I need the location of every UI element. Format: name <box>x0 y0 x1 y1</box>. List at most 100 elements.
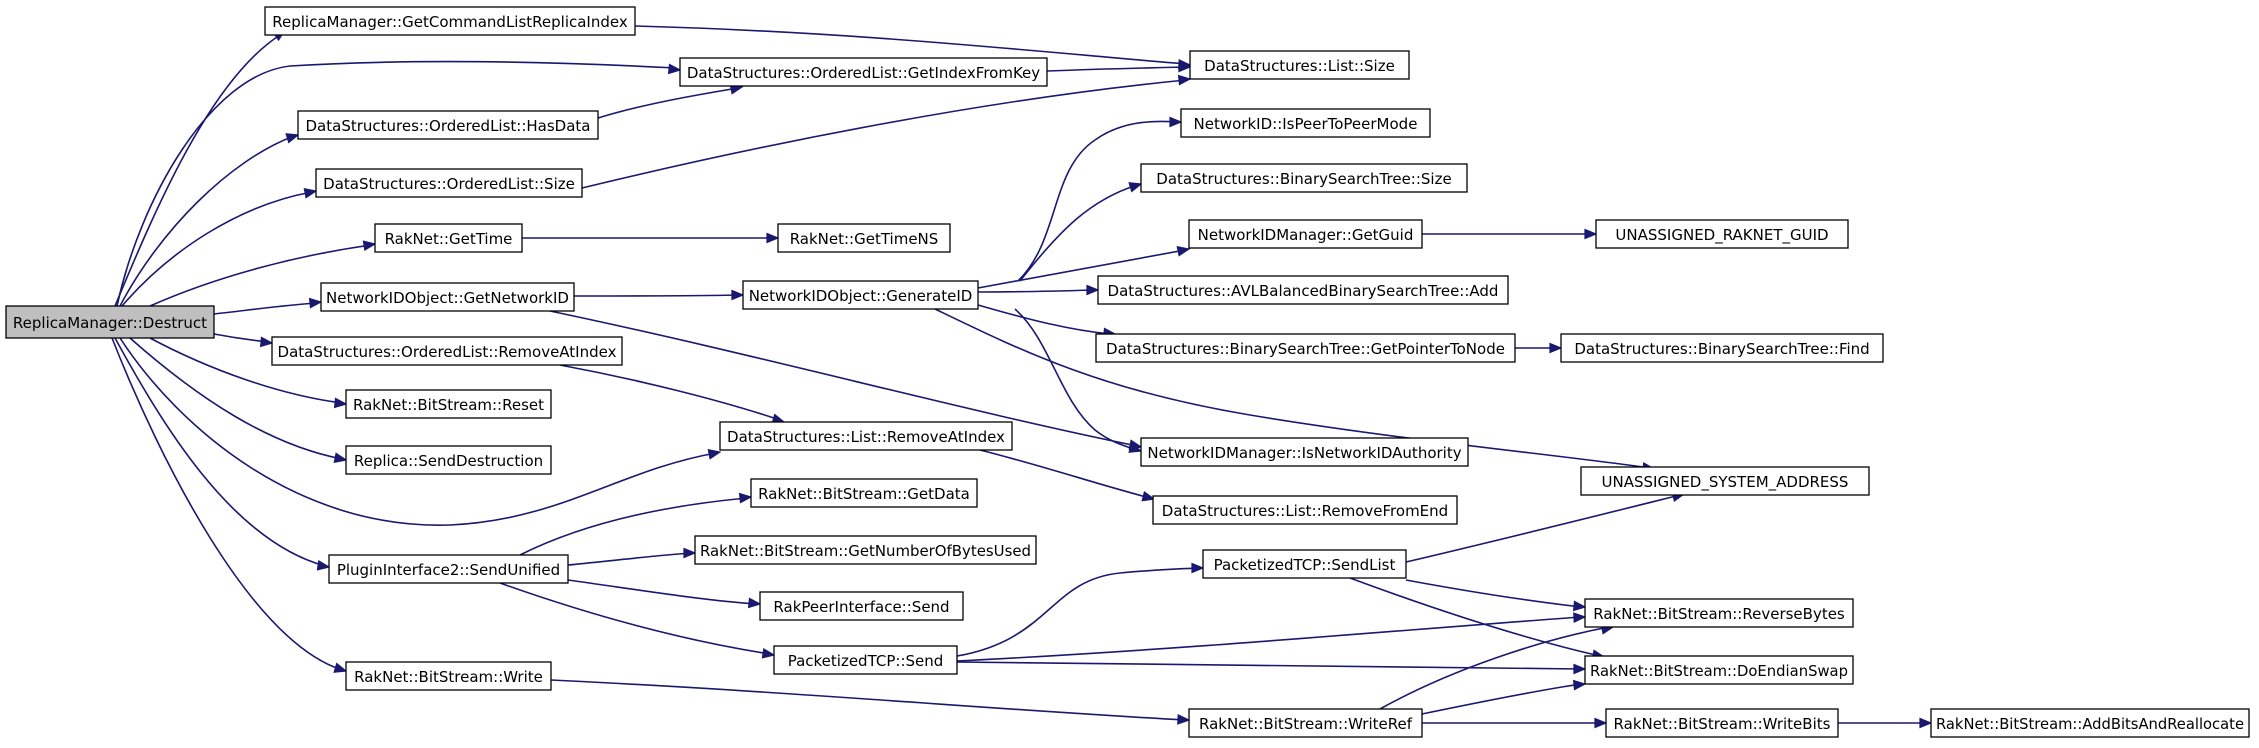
node-n13[interactable]: UNASSIGNED_RAKNET_GUID <box>1595 219 1849 249</box>
node-n33[interactable]: RakNet::BitStream::WriteRef <box>1188 708 1423 738</box>
edge-n0-n32 <box>111 337 348 673</box>
edge-n0-n4 <box>119 133 300 307</box>
node-box <box>264 6 636 36</box>
node-n20[interactable]: RakNet::BitStream::Reset <box>345 389 552 419</box>
node-n15[interactable]: DataStructures::BinarySearchTree::GetPoi… <box>1095 333 1516 363</box>
node-label: RakNet::BitStream::DoEndianSwap <box>1590 662 1848 680</box>
node-n16[interactable]: DataStructures::BinarySearchTree::Find <box>1560 333 1884 363</box>
node-n5[interactable]: DataStructures::OrderedList::Size <box>315 168 583 198</box>
node-label: NetworkIDObject::GenerateID <box>749 287 973 305</box>
node-box <box>1180 108 1431 138</box>
node-box <box>1188 708 1423 738</box>
node-label: RakNet::BitStream::WriteBits <box>1614 715 1831 733</box>
node-label: DataStructures::OrderedList::Size <box>323 175 575 193</box>
edge-n9-n12 <box>977 245 1191 289</box>
node-box <box>679 57 1048 87</box>
node-n4[interactable]: DataStructures::OrderedList::HasData <box>297 110 599 140</box>
node-n23[interactable]: DataStructures::List::RemoveFromEnd <box>1152 495 1458 525</box>
node-box <box>1140 163 1468 193</box>
node-n6[interactable]: RakNet::GetTime <box>374 223 523 253</box>
edge-n12-n13 <box>1422 228 1598 240</box>
node-box <box>750 478 978 508</box>
edge-n25-n30 <box>499 582 776 659</box>
node-label: RakNet::GetTimeNS <box>790 230 939 248</box>
node-box <box>1095 333 1516 363</box>
node-n0[interactable]: ReplicaManager::Destruct <box>5 305 215 339</box>
node-n24[interactable]: RakNet::BitStream::GetData <box>750 478 978 508</box>
node-box <box>5 305 215 339</box>
node-box <box>345 661 552 691</box>
edge-n0-n21 <box>119 337 722 526</box>
node-label: Replica::SendDestruction <box>354 452 543 470</box>
node-label: DataStructures::AVLBalancedBinarySearchT… <box>1108 282 1499 300</box>
node-n10[interactable]: NetworkID::IsPeerToPeerMode <box>1180 108 1431 138</box>
node-n7[interactable]: RakNet::GetTimeNS <box>777 223 951 253</box>
node-label: RakNet::BitStream::GetNumberOfBytesUsed <box>700 542 1031 560</box>
node-n11[interactable]: DataStructures::BinarySearchTree::Size <box>1140 163 1468 193</box>
node-box <box>345 445 552 475</box>
node-label: DataStructures::OrderedList::HasData <box>306 117 591 135</box>
edge-n0-n8 <box>213 297 323 315</box>
node-n12[interactable]: NetworkIDManager::GetGuid <box>1188 219 1423 249</box>
node-n14[interactable]: DataStructures::AVLBalancedBinarySearchT… <box>1097 275 1509 305</box>
node-n25[interactable]: PluginInterface2::SendUnified <box>328 554 569 584</box>
node-label: RakNet::BitStream::AddBitsAndReallocate <box>1936 715 2244 733</box>
edge-n30-n31 <box>956 661 1587 675</box>
node-label: DataStructures::List::RemoveAtIndex <box>727 428 1005 446</box>
node-n34[interactable]: RakNet::BitStream::WriteBits <box>1605 708 1839 738</box>
edge-n25-n26 <box>567 547 697 566</box>
node-label: ReplicaManager::GetCommandListReplicaInd… <box>272 13 628 31</box>
node-box <box>1560 333 1884 363</box>
node-box <box>1097 275 1509 305</box>
node-box <box>719 421 1013 451</box>
node-label: PluginInterface2::SendUnified <box>337 561 560 579</box>
node-box <box>1202 549 1407 579</box>
node-n22[interactable]: Replica::SendDestruction <box>345 445 552 475</box>
node-n29[interactable]: RakNet::BitStream::ReverseBytes <box>1584 598 1854 628</box>
node-n21[interactable]: DataStructures::List::RemoveAtIndex <box>719 421 1013 451</box>
node-n28[interactable]: RakPeerInterface::Send <box>759 591 964 621</box>
node-n32[interactable]: RakNet::BitStream::Write <box>345 661 552 691</box>
node-box <box>759 591 964 621</box>
node-n18[interactable]: NetworkIDManager::IsNetworkIDAuthority <box>1140 437 1469 467</box>
node-n19[interactable]: UNASSIGNED_SYSTEM_ADDRESS <box>1580 466 1870 496</box>
node-n3[interactable]: DataStructures::List::Size <box>1189 50 1410 80</box>
edge-n32-n33 <box>550 679 1191 725</box>
node-n31[interactable]: RakNet::BitStream::DoEndianSwap <box>1584 655 1854 685</box>
edge-n0-n20 <box>149 337 348 409</box>
node-label: RakPeerInterface::Send <box>773 598 949 616</box>
node-label: UNASSIGNED_RAKNET_GUID <box>1615 226 1828 245</box>
edge-n9-n15 <box>977 304 1117 339</box>
node-n35[interactable]: RakNet::BitStream::AddBitsAndReallocate <box>1930 708 2250 738</box>
node-n30[interactable]: PacketizedTCP::Send <box>773 645 958 675</box>
node-box <box>315 168 583 198</box>
node-label: RakNet::GetTime <box>385 230 513 248</box>
node-box <box>1595 219 1849 249</box>
edge-n34-n35 <box>1838 717 1933 729</box>
edge-n0-n17 <box>213 333 274 348</box>
node-box <box>742 280 979 310</box>
node-label: RakNet::BitStream::WriteRef <box>1199 715 1413 733</box>
node-n1[interactable]: ReplicaManager::GetCommandListReplicaInd… <box>264 6 636 36</box>
edge-n0-n6 <box>149 240 377 307</box>
edge-n25-n28 <box>567 579 762 609</box>
node-box <box>271 336 623 366</box>
node-box <box>1930 708 2250 738</box>
call-edges <box>111 25 1933 729</box>
node-n27[interactable]: PacketizedTCP::SendList <box>1202 549 1407 579</box>
edge-n9-n11 <box>1019 182 1143 282</box>
edge-n17-n21 <box>559 364 786 424</box>
node-n8[interactable]: NetworkIDObject::GetNetworkID <box>320 282 575 312</box>
node-box <box>777 223 951 253</box>
node-box <box>694 535 1037 565</box>
edge-n4-n2 <box>597 83 744 119</box>
node-label: PacketizedTCP::SendList <box>1214 556 1396 574</box>
node-n17[interactable]: DataStructures::OrderedList::RemoveAtInd… <box>271 336 623 366</box>
node-n2[interactable]: DataStructures::OrderedList::GetIndexFro… <box>679 57 1048 87</box>
edge-n27-n29 <box>1405 579 1587 612</box>
edge-n30-n29 <box>956 612 1587 662</box>
node-label: NetworkIDManager::IsNetworkIDAuthority <box>1147 444 1461 462</box>
node-n26[interactable]: RakNet::BitStream::GetNumberOfBytesUsed <box>694 535 1037 565</box>
node-n9[interactable]: NetworkIDObject::GenerateID <box>742 280 979 310</box>
node-label: UNASSIGNED_SYSTEM_ADDRESS <box>1602 473 1849 492</box>
